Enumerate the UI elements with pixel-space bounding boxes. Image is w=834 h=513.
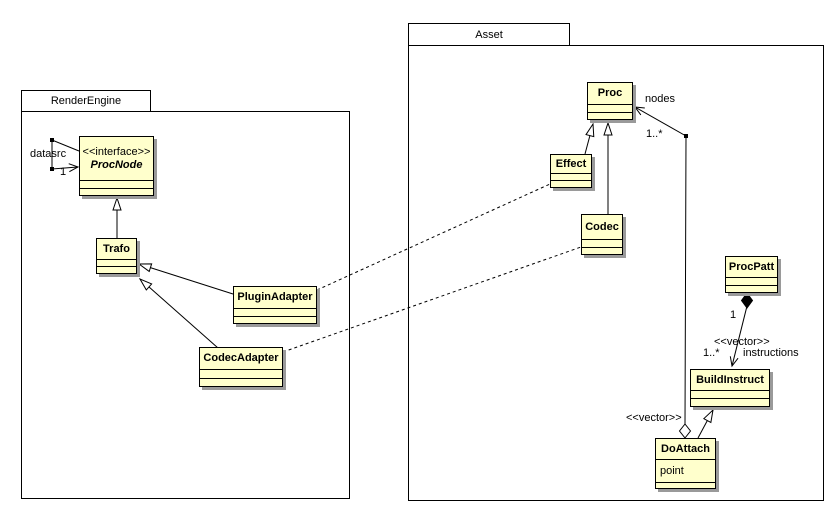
class-procpatt[interactable]: ProcPatt: [725, 256, 778, 293]
stereotype-vector-doattach: <<vector>>: [626, 412, 682, 424]
class-name: ProcPatt: [728, 260, 775, 273]
class-trafo[interactable]: Trafo: [96, 238, 137, 274]
multiplicity-instructions: 1..*: [703, 347, 720, 359]
class-name: Trafo: [103, 242, 130, 255]
operation-compartment: [691, 398, 769, 406]
class-proc[interactable]: Proc: [587, 82, 633, 120]
composition-diamond[interactable]: [740, 292, 754, 309]
edge-dep-codecadapter-codec[interactable]: [282, 246, 582, 353]
edge-comp-procpatt-buildinstruct[interactable]: [729, 305, 748, 368]
class-buildinstruct[interactable]: BuildInstruct: [690, 369, 770, 407]
edge-gen-effect-proc[interactable]: [584, 122, 595, 155]
edge-procnode-self-datasrc[interactable]: [51, 139, 80, 173]
attribute-compartment: [691, 390, 769, 398]
edge-dep-pluginadapter-effect[interactable]: [316, 183, 551, 291]
stereotype-label: <<interface>>: [82, 145, 151, 158]
operation-compartment: [234, 315, 316, 324]
class-name: Effect: [555, 157, 587, 170]
class-name: Proc: [597, 87, 623, 99]
attribute-compartment: point: [656, 459, 715, 482]
class-name: ProcNode: [90, 158, 143, 171]
class-effect[interactable]: Effect: [550, 154, 592, 188]
attribute-compartment: [200, 369, 282, 378]
package-tab-asset[interactable]: Asset: [408, 23, 570, 46]
class-pluginadapter[interactable]: PluginAdapter: [233, 286, 317, 324]
attribute-compartment: [551, 173, 591, 180]
waypoint-square[interactable]: [684, 134, 688, 138]
package-name: Asset: [475, 28, 503, 41]
operation-compartment: [656, 482, 715, 488]
operation-compartment: [588, 111, 632, 120]
package-tab-renderengine[interactable]: RenderEngine: [21, 90, 151, 112]
edge-gen-pluginadapter-trafo[interactable]: [137, 263, 234, 295]
operation-compartment: [80, 187, 153, 196]
class-name: BuildInstruct: [696, 373, 764, 386]
class-name: DoAttach: [661, 442, 710, 455]
stereotype-vector-instructions: <<vector>>: [714, 336, 770, 348]
class-name: PluginAdapter: [237, 291, 313, 303]
attribute-compartment: [726, 277, 777, 285]
attribute-point: point: [660, 465, 684, 477]
assoc-label-instructions: instructions: [743, 347, 799, 359]
assoc-label-nodes: nodes: [645, 93, 675, 105]
package-name: RenderEngine: [50, 95, 122, 107]
attribute-compartment: [582, 239, 622, 247]
multiplicity-nodes: 1..*: [646, 128, 663, 140]
edge-assoc-doattach-proc-nodes[interactable]: [633, 106, 687, 425]
class-title: <<interface>> ProcNode: [80, 137, 153, 180]
class-doattach[interactable]: DoAttach point: [655, 438, 716, 489]
class-name: Codec: [585, 220, 619, 233]
attribute-compartment: [234, 308, 316, 316]
waypoint-square[interactable]: [50, 167, 54, 171]
class-codec[interactable]: Codec: [581, 214, 623, 255]
multiplicity-procpatt: 1: [730, 309, 737, 321]
operation-compartment: [551, 180, 591, 187]
operation-compartment: [582, 246, 622, 255]
multiplicity-datasrc: 1: [60, 166, 67, 178]
assoc-label-datasrc: datasrc: [30, 148, 67, 160]
attribute-compartment: [80, 180, 153, 188]
attribute-compartment: [588, 104, 632, 112]
operation-compartment: [97, 266, 136, 273]
waypoint-square[interactable]: [50, 138, 54, 142]
class-procnode[interactable]: <<interface>> ProcNode: [79, 136, 154, 196]
edge-gen-codecadapter-trafo[interactable]: [138, 277, 219, 349]
edge-gen-doattach-buildinstruct[interactable]: [697, 408, 714, 439]
class-name: CodecAdapter: [203, 352, 279, 364]
operation-compartment: [726, 284, 777, 293]
aggregation-diamond[interactable]: [678, 423, 692, 439]
class-codecadapter[interactable]: CodecAdapter: [199, 347, 283, 387]
attribute-compartment: [97, 259, 136, 266]
operation-compartment: [200, 377, 282, 387]
